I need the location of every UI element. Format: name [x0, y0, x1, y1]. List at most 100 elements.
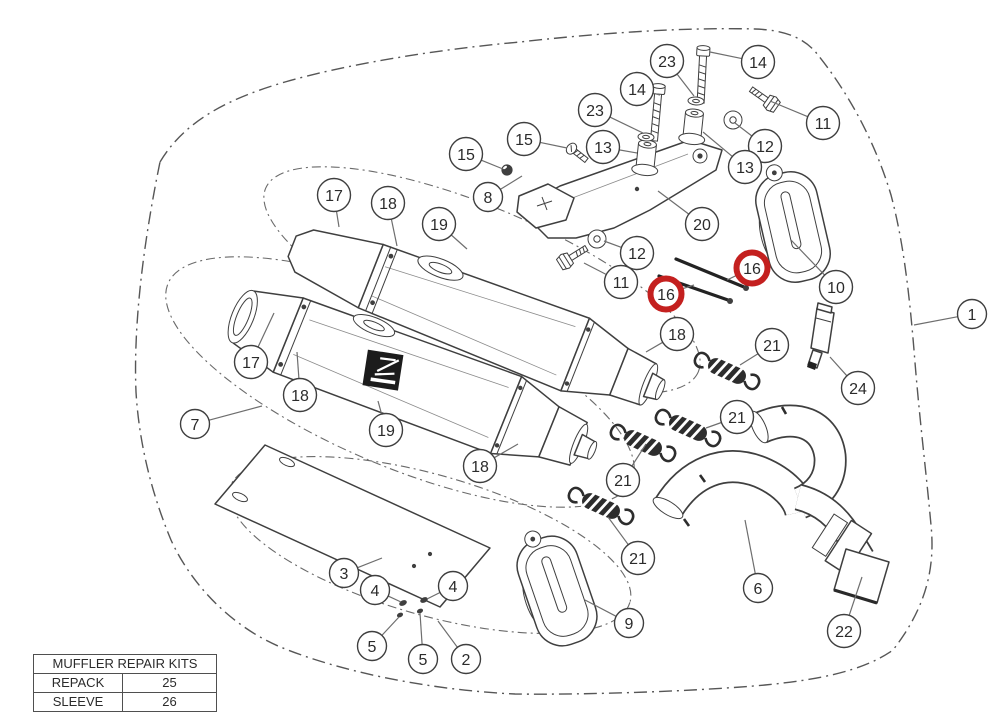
- callout-13: 13: [585, 129, 638, 165]
- svg-text:17: 17: [242, 355, 260, 372]
- rivet-set: [396, 597, 428, 618]
- svg-text:23: 23: [658, 54, 676, 71]
- svg-text:6: 6: [754, 581, 763, 598]
- muffler-assembly-8-outline: [263, 166, 701, 394]
- callout-18: 18: [462, 443, 519, 484]
- callout-19: 19: [368, 400, 404, 448]
- callout-11: 11: [769, 100, 841, 141]
- kit-name: SLEEVE: [34, 693, 123, 711]
- sealant-tube: [807, 302, 835, 370]
- callout-18: 18: [282, 351, 318, 413]
- muffler-clamp-lower: [503, 518, 605, 655]
- callout-20: 20: [657, 190, 720, 242]
- callout-1: 1: [913, 298, 988, 330]
- kit-boundary-outline: [134, 27, 933, 695]
- svg-text:15: 15: [457, 147, 475, 164]
- svg-text:20: 20: [693, 217, 711, 234]
- callout-12: 12: [734, 122, 783, 164]
- callout-16-highlighted: 16: [647, 275, 695, 313]
- callout-15: 15: [448, 136, 504, 172]
- svg-text:5: 5: [419, 652, 428, 669]
- svg-text:8: 8: [484, 190, 493, 207]
- svg-text:1: 1: [968, 307, 977, 324]
- svg-text:10: 10: [827, 280, 845, 297]
- svg-text:9: 9: [625, 616, 634, 633]
- svg-text:21: 21: [728, 410, 746, 427]
- callout-21: 21: [705, 399, 755, 435]
- svg-text:22: 22: [835, 624, 853, 641]
- callout-5: 5: [356, 616, 400, 662]
- svg-text:23: 23: [586, 103, 604, 120]
- kits-table-title: MUFFLER REPAIR KITS: [34, 655, 216, 674]
- callout-21: 21: [605, 443, 647, 498]
- svg-text:19: 19: [377, 423, 395, 440]
- callout-22: 22: [826, 576, 863, 649]
- callout-17: 17: [233, 312, 275, 380]
- muffler-lower: [227, 289, 598, 466]
- svg-text:12: 12: [628, 246, 646, 263]
- callout-19: 19: [421, 206, 468, 250]
- svg-text:14: 14: [628, 82, 646, 99]
- mounting-bracket: [516, 139, 723, 239]
- kit-number: 25: [162, 675, 177, 690]
- callout-4: 4: [359, 574, 402, 606]
- callout-21: 21: [739, 327, 790, 366]
- svg-text:19: 19: [430, 217, 448, 234]
- table-row: REPACK 25: [34, 674, 216, 692]
- callout-24: 24: [829, 356, 876, 406]
- callout-23: 23: [649, 43, 695, 97]
- svg-text:4: 4: [371, 583, 380, 600]
- callout-2: 2: [437, 620, 482, 675]
- ball-fitting: [501, 164, 513, 176]
- callout-6: 6: [742, 519, 774, 604]
- svg-text:11: 11: [613, 275, 630, 292]
- table-row: SLEEVE 26: [34, 692, 216, 711]
- muffler-upper: [287, 229, 666, 406]
- callout-23: 23: [577, 92, 644, 134]
- svg-text:18: 18: [291, 388, 309, 405]
- svg-text:21: 21: [614, 473, 632, 490]
- svg-text:14: 14: [749, 55, 767, 72]
- callout-14: 14: [709, 44, 776, 80]
- svg-text:18: 18: [471, 459, 489, 476]
- svg-text:4: 4: [449, 579, 458, 596]
- svg-text:18: 18: [379, 196, 397, 213]
- backing-plate: [214, 444, 491, 608]
- svg-text:2: 2: [462, 652, 471, 669]
- svg-text:16: 16: [657, 287, 675, 304]
- svg-text:12: 12: [756, 139, 774, 156]
- akrapovic-logo-badge: [362, 349, 404, 391]
- callout-7: 7: [179, 405, 263, 440]
- callout-8: 8: [472, 175, 523, 213]
- callout-16-highlighted: 16: [726, 249, 771, 287]
- svg-text:7: 7: [191, 417, 200, 434]
- svg-text:11: 11: [815, 116, 832, 133]
- svg-text:18: 18: [668, 327, 686, 344]
- svg-text:21: 21: [629, 551, 647, 568]
- callout-17: 17: [316, 177, 352, 228]
- muffler-repair-kits-table: MUFFLER REPAIR KITS REPACK 25 SLEEVE 26: [33, 654, 217, 712]
- svg-text:17: 17: [325, 188, 343, 205]
- callout-15: 15: [506, 121, 568, 157]
- svg-text:3: 3: [340, 566, 349, 583]
- callout-4: 4: [426, 570, 469, 602]
- svg-text:5: 5: [368, 639, 377, 656]
- svg-text:21: 21: [763, 338, 781, 355]
- callout-5: 5: [407, 612, 439, 675]
- svg-text:16: 16: [743, 261, 761, 278]
- callout-14: 14: [619, 71, 661, 107]
- callout-12: 12: [603, 235, 655, 271]
- callout-18: 18: [370, 185, 406, 247]
- svg-text:13: 13: [736, 160, 754, 177]
- kit-name: REPACK: [34, 674, 123, 692]
- link-pipe: [652, 404, 874, 575]
- svg-text:15: 15: [515, 132, 533, 149]
- callout-18: 18: [645, 316, 695, 353]
- svg-text:13: 13: [594, 140, 612, 157]
- kit-number: 26: [162, 694, 177, 709]
- callout-13: 13: [702, 131, 763, 185]
- callout-10: 10: [790, 239, 854, 305]
